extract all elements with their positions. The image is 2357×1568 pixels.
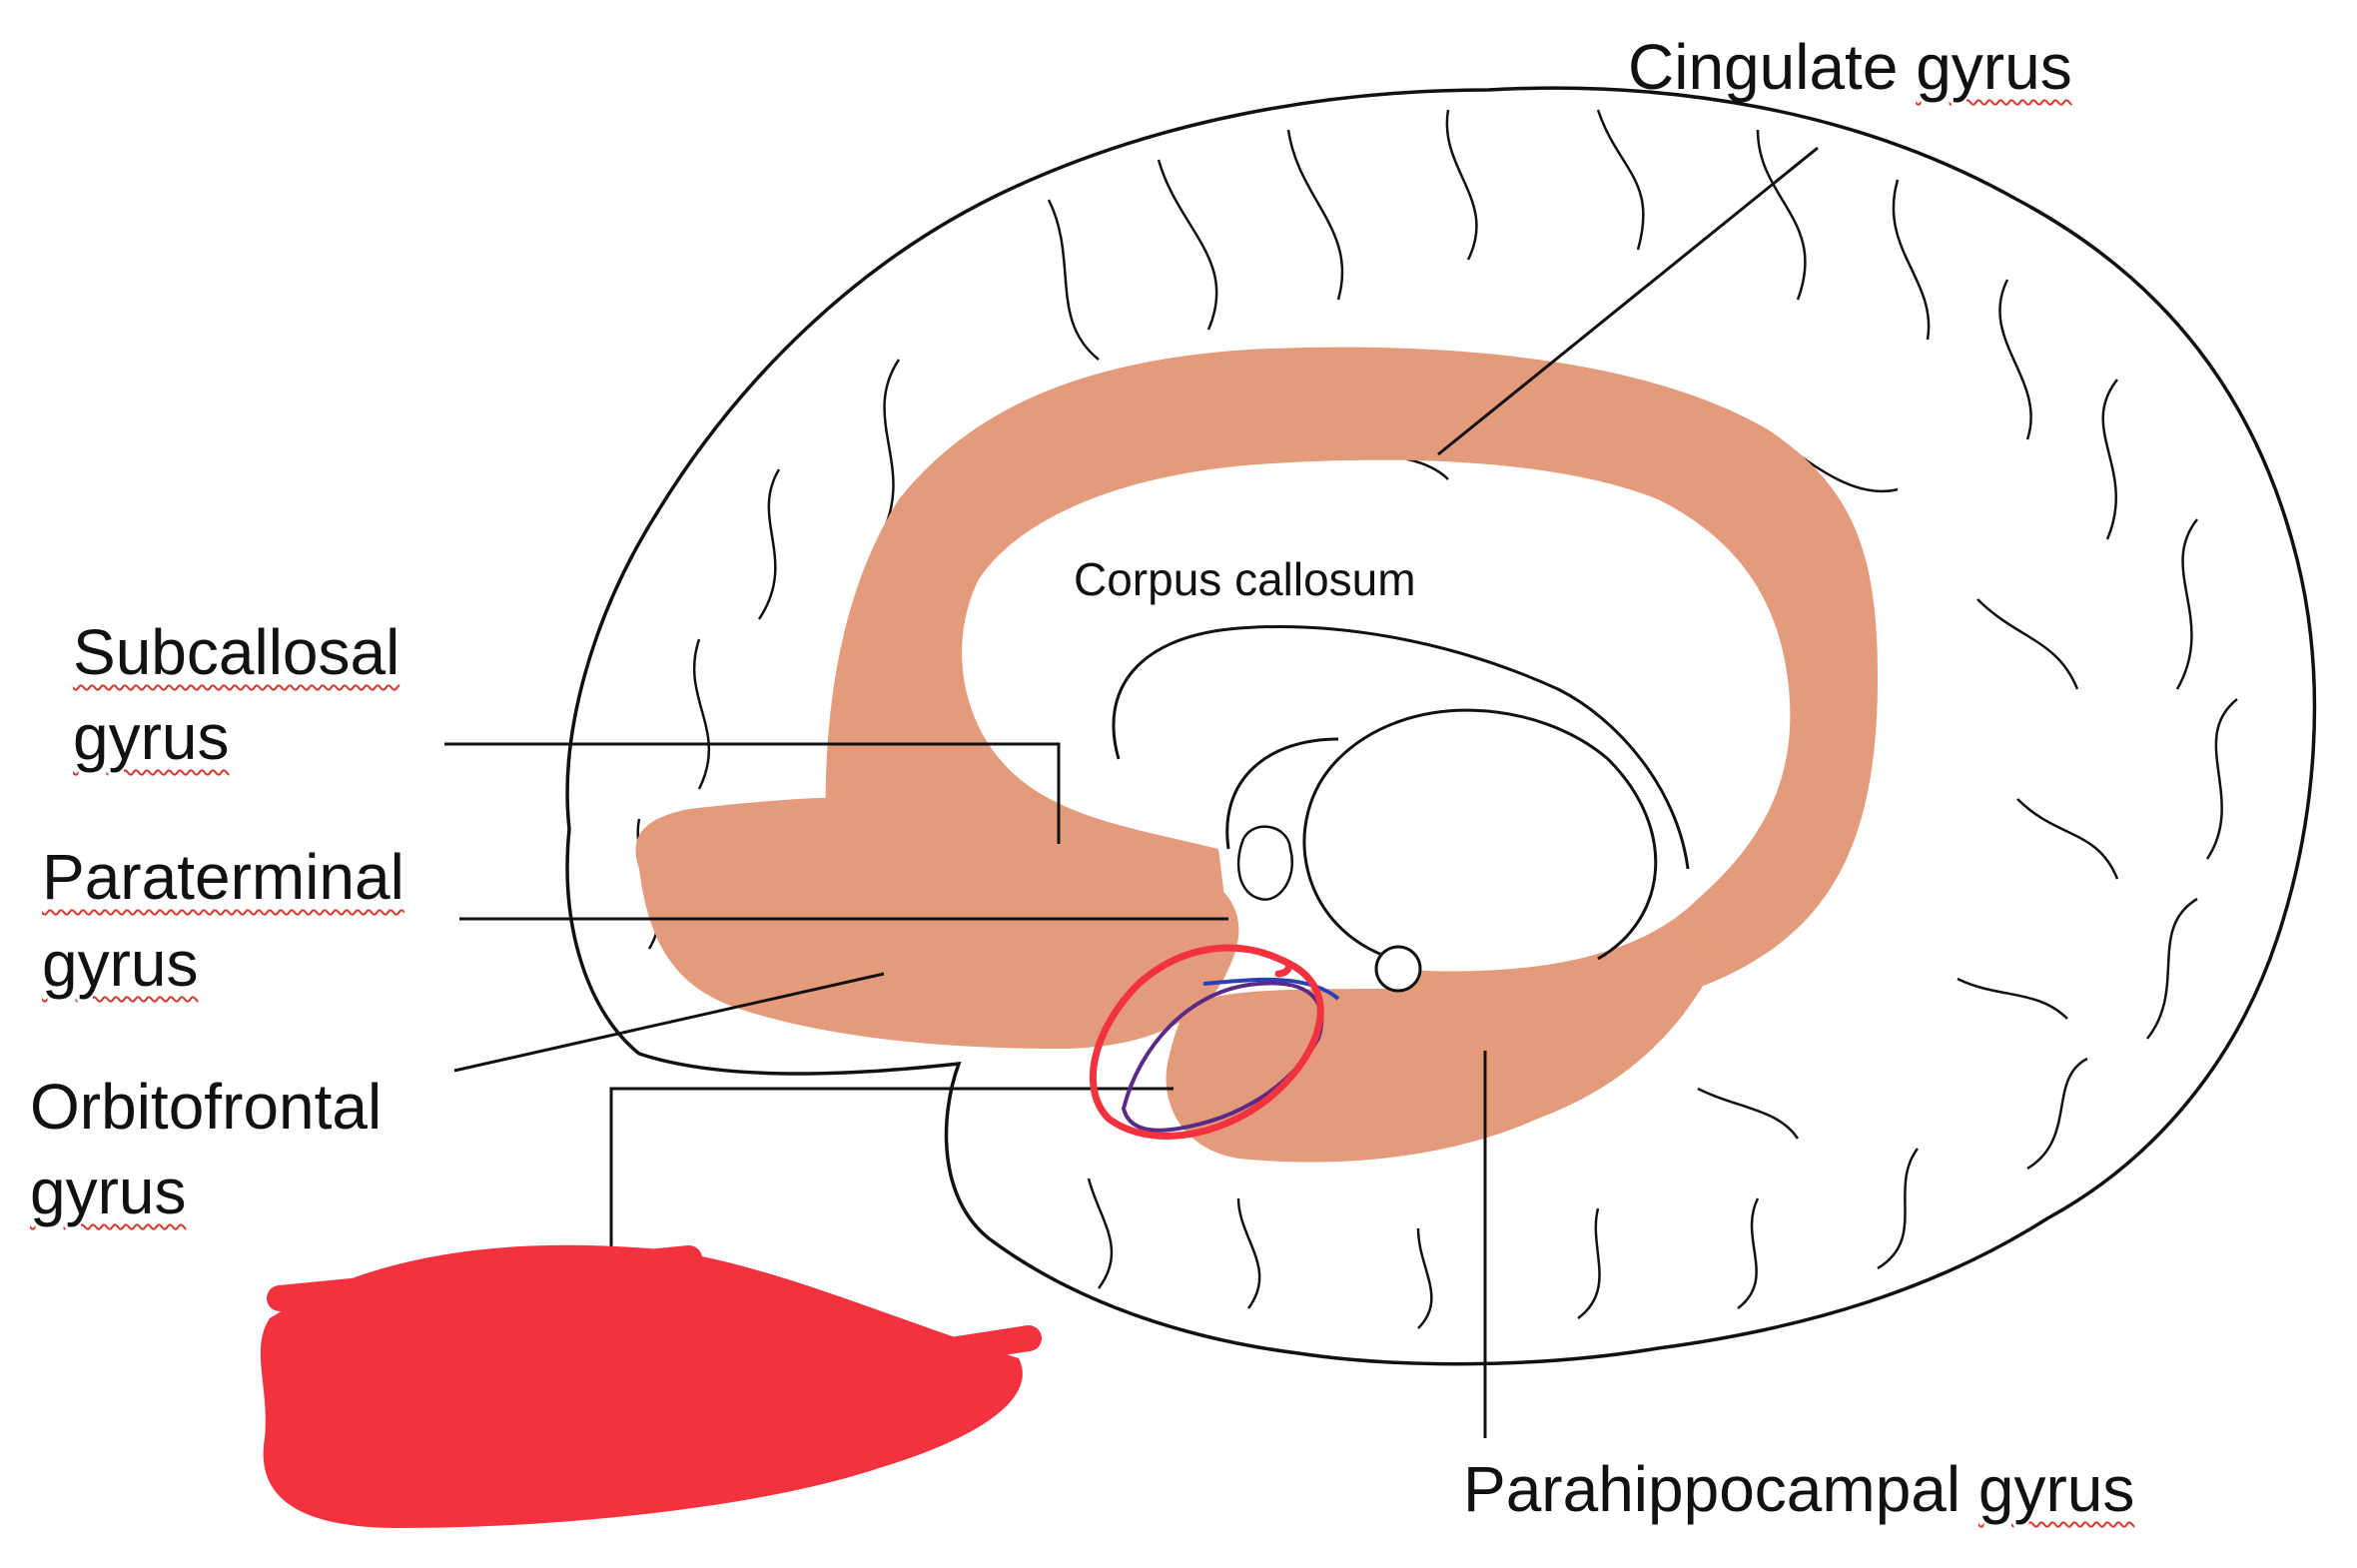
- label-subcallosal-line1: Subcallosal: [73, 616, 400, 688]
- red-annotation-circle: [1090, 944, 1324, 1140]
- limbic-lobe-fill: [635, 347, 1878, 1163]
- label-orbitofrontal-line1: Orbitofrontal: [30, 1071, 383, 1143]
- leader-orbitofrontal: [453, 972, 885, 1073]
- label-paraterminal-line2: gyrus: [42, 928, 199, 1000]
- label-corpus-callosum: Corpus callosum: [1074, 553, 1416, 605]
- label-cingulate-gyrus: Cingulate gyrus: [1628, 24, 2072, 110]
- label-subcallosal-line2: gyrus: [73, 701, 230, 773]
- label-paraterminal-line1: Paraterminal: [42, 841, 404, 913]
- blue-annotation-stroke: [1202, 977, 1340, 1001]
- fornix-outline: [1302, 708, 1658, 993]
- leader-lines: [444, 146, 1819, 1438]
- red-scribble: [260, 1244, 1042, 1528]
- corpus-callosum-outline: [1112, 625, 1690, 870]
- label-cingulate-word1: Cingulate: [1628, 31, 1899, 103]
- label-parahippocampal-word1: Parahippocampal: [1463, 1453, 1962, 1525]
- label-cingulate-word2: gyrus: [1916, 31, 2072, 103]
- leader-subcallosal: [444, 742, 1061, 844]
- septal-blob: [1236, 825, 1293, 901]
- leader-cingulate: [1437, 146, 1819, 456]
- label-parahippocampal-gyrus: Parahippocampal gyrus: [1463, 1446, 2134, 1532]
- label-parahippocampal-word2: gyrus: [1977, 1453, 2135, 1525]
- label-orbitofrontal-line2: gyrus: [30, 1156, 187, 1227]
- leader-temporal: [609, 1087, 1174, 1253]
